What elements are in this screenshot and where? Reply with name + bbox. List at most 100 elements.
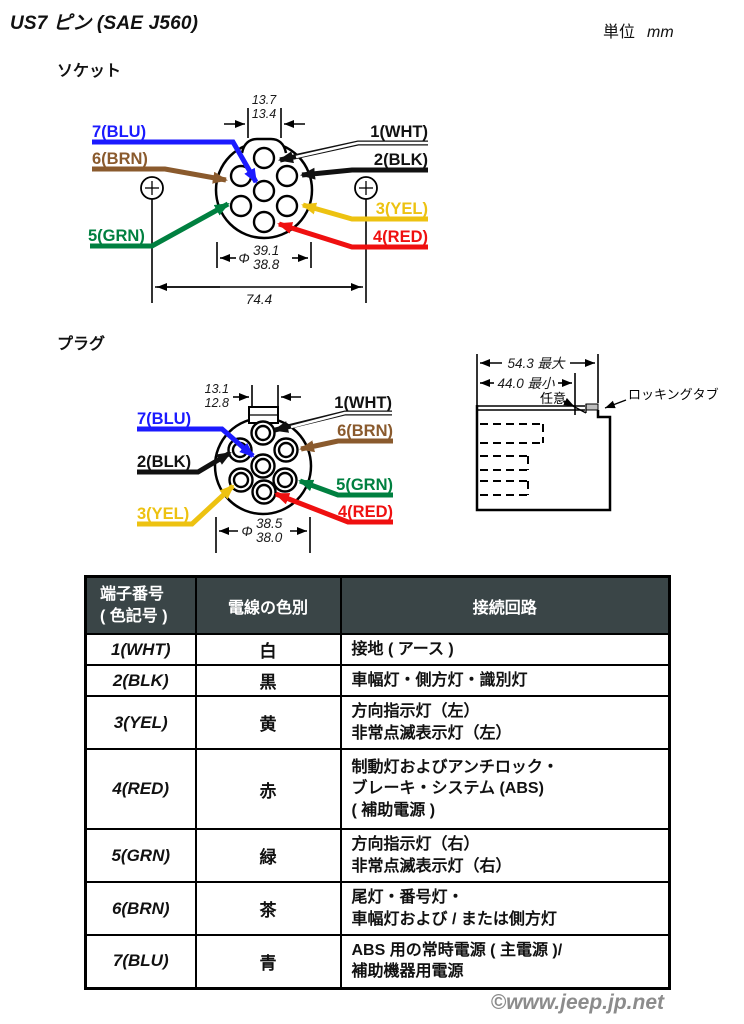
terminal-cell: 1(WHT) [84, 633, 197, 666]
plug-label-6brn: 6(BRN) [337, 422, 393, 440]
socket-label-7blu: 7(BLU) [92, 123, 146, 141]
unit-label: 単位 [603, 24, 636, 41]
side-view-dim-max-text: 54.3 最大 [507, 356, 566, 371]
pinout-table: 端子番号 ( 色記号 ) 電線の色別 接続回路 1(WHT) 白 接地 ( アー… [84, 575, 671, 990]
terminal-cell: 2(BLK) [84, 664, 197, 697]
socket-notch-dim-min: 13.4 [252, 107, 276, 121]
table-row: 2(BLK) 黒 車幅灯・側方灯・識別灯 [84, 664, 671, 697]
plug-notch-dim-min: 12.8 [205, 396, 229, 410]
socket-pin-1 [252, 146, 276, 170]
socket-label-1wht: 1(WHT) [370, 123, 428, 141]
socket-pin-4 [252, 210, 276, 234]
circuit-cell: 尾灯・番号灯・ 車幅灯および / または側方灯 [339, 881, 671, 936]
plug-pin-1 [250, 420, 276, 446]
plug-label-1wht: 1(WHT) [334, 394, 392, 412]
socket-label-2blk: 2(BLK) [374, 151, 428, 169]
locking-tab-arrow [604, 399, 627, 409]
circuit-cell: 接地 ( アース ) [339, 633, 671, 666]
plug-label-4red: 4(RED) [338, 503, 393, 521]
header-terminal: 端子番号 ( 色記号 ) [84, 575, 197, 635]
socket-wire-red [277, 221, 428, 250]
plug-wire-yellow [137, 484, 235, 527]
socket-key-notch [240, 137, 288, 154]
socket-notch-dimension: 13.7 13.4 [224, 93, 305, 138]
wire-color-cell: 茶 [194, 881, 342, 936]
wire-color-cell: 青 [194, 934, 342, 989]
unit-note: 単位 mm [603, 18, 674, 42]
plug-notch-dimension: 13.1 12.8 [205, 382, 301, 410]
socket-wire-white [295, 141, 428, 159]
socket-phi-symbol: Φ [238, 251, 249, 266]
connector-diagrams: 74.4 13.7 13.4 7(BLU) 6(BRN) 5(GRN) [88, 93, 719, 553]
plug-wire-black [137, 450, 232, 475]
watermark: ©www.jeep.jp.net [490, 991, 664, 1014]
circuit-cell: ABS 用の常時電源 ( 主電源 )/ 補助機器用電源 [339, 934, 671, 989]
circuit-cell: 方向指示灯（右） 非常点滅表示灯（右） [339, 828, 671, 883]
unit-value: mm [647, 24, 674, 41]
socket-dia-max: 39.1 [253, 243, 279, 258]
circuit-cell: 制動灯およびアンチロック・ ブレーキ・システム (ABS) ( 補助電源 ) [339, 748, 671, 830]
locking-tab-label: ロッキングタブ [628, 387, 719, 402]
terminal-cell: 7(BLU) [84, 934, 197, 989]
socket-label-3yel: 3(YEL) [376, 200, 428, 218]
table-row: 3(YEL) 黄 方向指示灯（左） 非常点滅表示灯（左） [84, 695, 671, 750]
terminal-cell: 5(GRN) [84, 828, 197, 883]
socket-wire-blue [92, 139, 259, 184]
plug-wire-green [298, 478, 393, 498]
socket-label-5grn: 5(GRN) [88, 227, 145, 245]
plug-dia-min: 38.0 [256, 530, 283, 545]
socket-dia-min: 38.8 [253, 257, 280, 272]
optional-chamfer [570, 404, 587, 414]
plug-wire-brown [299, 438, 393, 453]
side-view-dim-max: 54.3 最大 [480, 356, 595, 371]
plug-dia-max: 38.5 [256, 516, 283, 531]
table-row: 4(RED) 赤 制動灯およびアンチロック・ ブレーキ・システム (ABS) (… [84, 748, 671, 830]
plug-wire-red [274, 491, 393, 525]
socket-wire-green [90, 201, 230, 249]
circuit-cell: 車幅灯・側方灯・識別灯 [339, 664, 671, 697]
plug-pin-6 [273, 437, 299, 463]
socket-key-notch-fill [242, 139, 286, 154]
plug-pin-7 [250, 453, 276, 479]
terminal-cell: 4(RED) [84, 748, 197, 830]
plug-label-2blk: 2(BLK) [137, 453, 191, 471]
table-row: 6(BRN) 茶 尾灯・番号灯・ 車幅灯および / または側方灯 [84, 881, 671, 936]
internal-contacts-dashed [480, 423, 544, 496]
plug-label-3yel: 3(YEL) [137, 505, 189, 523]
side-view-dim-min-text: 44.0 最小 [497, 376, 555, 391]
wire-color-cell: 赤 [194, 748, 342, 830]
socket-diameter-dimension: Φ 39.1 38.8 [216, 242, 312, 272]
wire-color-cell: 黒 [194, 664, 342, 697]
side-view-optional-label: 任意 [540, 391, 566, 406]
socket-wire-brown [92, 166, 228, 184]
wire-color-cell: 白 [194, 633, 342, 666]
wire-color-cell: 緑 [194, 828, 342, 883]
socket-heading: ソケット [57, 63, 122, 80]
side-view-body [475, 405, 612, 512]
plug-pin-5 [272, 467, 298, 493]
socket-diagram: 74.4 13.7 13.4 7(BLU) 6(BRN) 5(GRN) [88, 93, 428, 307]
table-row: 1(WHT) 白 接地 ( アース ) [84, 633, 671, 666]
plug-pin-3 [228, 467, 254, 493]
terminal-cell: 6(BRN) [84, 881, 197, 936]
terminal-cell: 3(YEL) [84, 695, 197, 750]
socket-mounting-screw-right [354, 176, 378, 303]
socket-pin-3 [275, 194, 299, 218]
table-row: 7(BLU) 青 ABS 用の常時電源 ( 主電源 )/ 補助機器用電源 [84, 934, 671, 989]
plug-wire-white [290, 411, 392, 429]
plug-pin-4 [251, 479, 277, 505]
circuit-cell: 方向指示灯（左） 非常点滅表示灯（左） [339, 695, 671, 750]
socket-wire-black [300, 167, 428, 180]
socket-pin-2 [275, 164, 299, 188]
wire-color-cell: 黄 [194, 695, 342, 750]
plug-heading: プラグ [57, 336, 106, 353]
page-title: US7 ピン (SAE J560) [10, 13, 199, 34]
socket-pin-7 [252, 179, 276, 203]
socket-pin-5 [229, 194, 253, 218]
socket-wire-yellow [301, 202, 428, 222]
socket-overall-dim-text: 74.4 [246, 292, 272, 307]
plug-label-5grn: 5(GRN) [336, 476, 393, 494]
socket-notch-dim-max: 13.7 [252, 93, 277, 107]
plug-notch-dim-max: 13.1 [205, 382, 229, 396]
socket-overall-dimension: 74.4 [155, 283, 363, 307]
